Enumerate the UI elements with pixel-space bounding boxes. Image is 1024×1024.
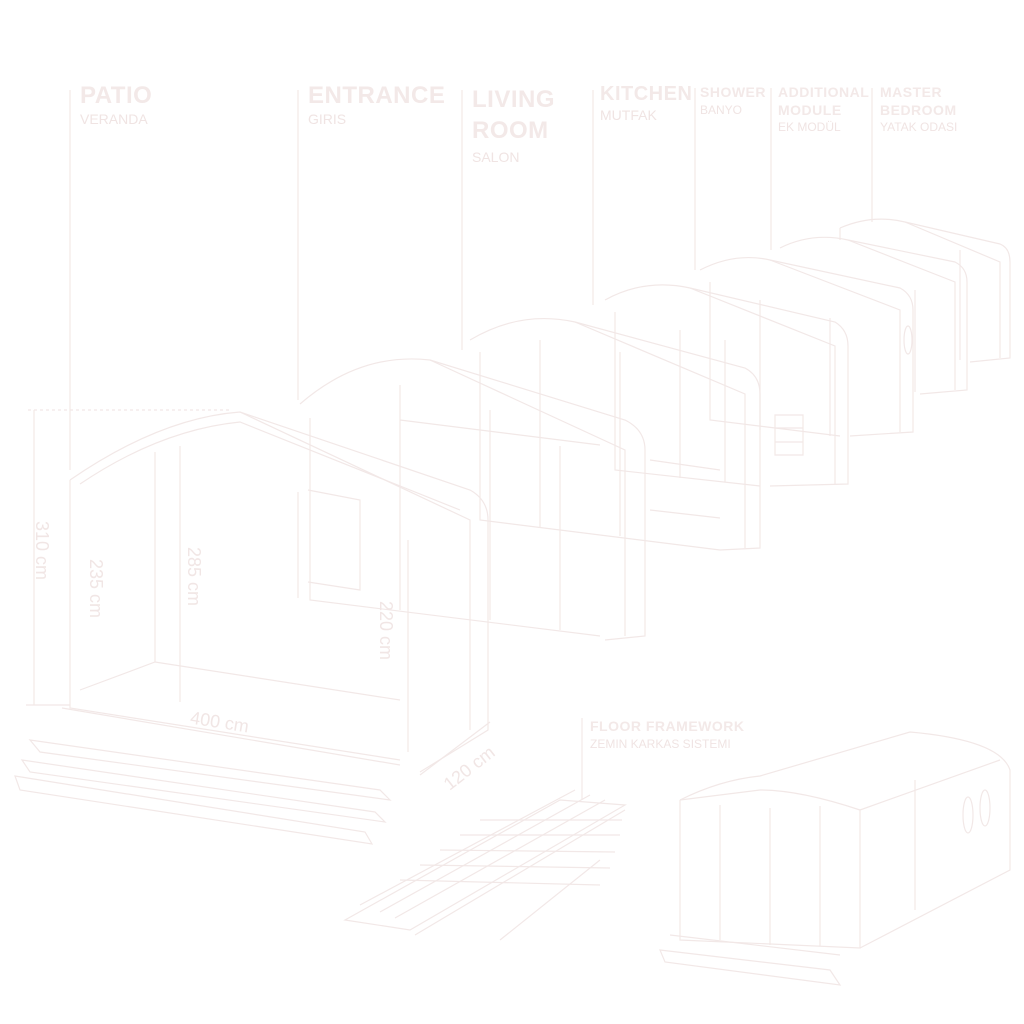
label-shower: SHOWER BANYO — [700, 84, 766, 116]
label-entrance-name: ENTRANCE — [308, 82, 446, 109]
dimension-total-height: 310 cm — [32, 520, 53, 581]
patio-deck — [15, 740, 390, 844]
module-additional — [780, 237, 967, 394]
label-kitchen-name: KITCHEN — [600, 83, 693, 105]
label-floor-framework-sub: ZEMIN KARKAS SISTEMI — [590, 736, 731, 751]
assembled-house — [660, 732, 1010, 985]
dimension-door-height: 220 cm — [376, 600, 397, 661]
leader-lines — [70, 88, 872, 800]
label-entrance-sub: GIRIS — [308, 111, 347, 127]
dimension-wall-height: 235 cm — [86, 558, 107, 619]
module-kitchen — [605, 285, 848, 486]
label-master-bedroom-name: MASTER BEDROOM — [880, 84, 957, 118]
label-patio-sub: VERANDA — [80, 111, 148, 127]
label-floor-framework-name: FLOOR FRAMEWORK — [590, 718, 745, 734]
module-shower — [700, 258, 913, 436]
module-living-room — [470, 319, 760, 550]
label-additional-module-name: ADDITIONAL MODULE — [778, 84, 870, 118]
dimension-ridge-height: 285 cm — [184, 546, 205, 607]
label-master-bedroom-sub: YATAK ODASI — [880, 120, 958, 134]
label-living-room-sub: SALON — [472, 149, 520, 166]
label-patio-name: PATIO — [80, 82, 153, 109]
module-master-bedroom — [840, 219, 1010, 362]
label-master-bedroom: MASTER BEDROOM YATAK ODASI — [880, 84, 970, 133]
label-floor-framework: FLOOR FRAMEWORK ZEMIN KARKAS SISTEMI — [590, 718, 744, 750]
label-kitchen: KITCHEN MUTFAK — [600, 84, 692, 122]
label-entrance: ENTRANCE GIRIS — [308, 82, 446, 127]
label-additional-module-sub: EK MODÜL — [778, 120, 841, 134]
module-entrance — [300, 359, 645, 640]
label-additional-module: ADDITIONAL MODULE EK MODÜL — [778, 84, 870, 133]
dimension-ticks — [26, 410, 490, 775]
label-living-room-name: LIVING ROOM — [472, 86, 556, 145]
floor-framework — [345, 790, 625, 940]
module-patio — [70, 412, 488, 772]
label-shower-sub: BANYO — [700, 102, 743, 117]
label-shower-name: SHOWER — [700, 84, 766, 100]
label-patio: PATIO VERANDA — [80, 82, 153, 127]
label-living-room: LIVING ROOM SALON — [472, 84, 572, 164]
label-kitchen-sub: MUTFAK — [600, 107, 657, 123]
